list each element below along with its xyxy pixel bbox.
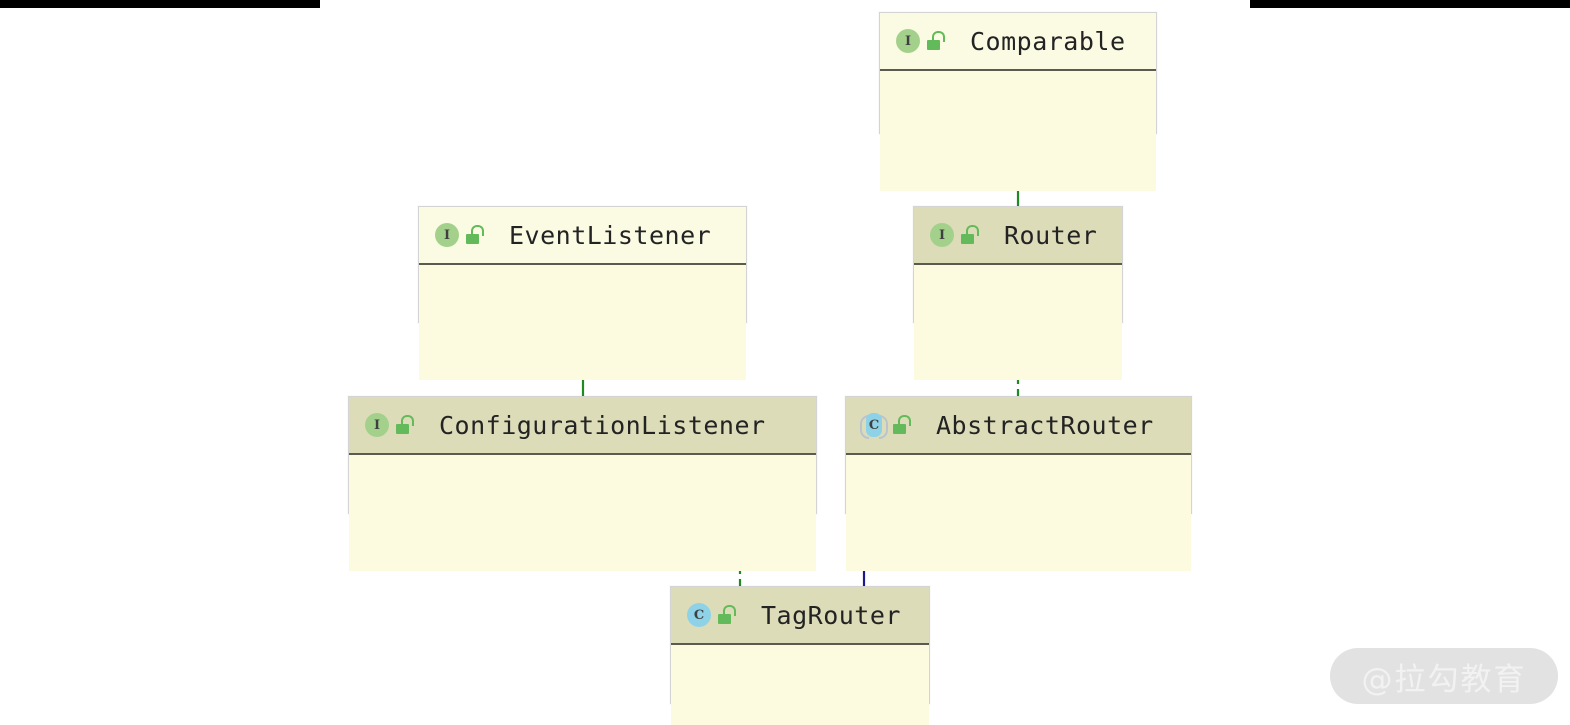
class-name-tagrouter: TagRouter (761, 600, 901, 630)
abstract-arc-left (860, 415, 869, 439)
type-icon-letter: I (365, 413, 389, 437)
class-header-router: I Router (914, 207, 1122, 265)
unlocked-padlock-icon (395, 413, 415, 437)
padlock-body (466, 234, 479, 244)
class-members-comparable (880, 71, 1156, 191)
type-icon-letter: I (896, 29, 920, 53)
unlocked-padlock-icon (892, 413, 912, 437)
class-name-comparable: Comparable (970, 26, 1126, 56)
class-name-router: Router (1004, 220, 1098, 250)
watermark: @拉勾教育 (1330, 648, 1558, 704)
class-box-configurationlistener[interactable]: I ConfigurationListener (348, 396, 817, 571)
padlock-shackle (898, 415, 911, 426)
class-box-abstractrouter[interactable]: C AbstractRouter (845, 396, 1192, 571)
abstract-class-icon: C (860, 411, 888, 439)
class-header-comparable: I Comparable (880, 13, 1156, 71)
padlock-body (396, 424, 409, 434)
class-name-abstractrouter: AbstractRouter (936, 410, 1154, 440)
class-header-tagrouter: C TagRouter (671, 587, 929, 645)
top-bar-right (1250, 0, 1570, 8)
unlocked-padlock-icon (717, 603, 737, 627)
watermark-text: @拉勾教育 (1361, 661, 1527, 698)
interface-icon: I (894, 27, 922, 55)
padlock-body (961, 234, 974, 244)
padlock-body (718, 614, 731, 624)
type-icon-letter: I (435, 223, 459, 247)
class-box-eventlistener[interactable]: I EventListener (418, 206, 747, 380)
interface-icon: I (363, 411, 391, 439)
class-name-eventlistener: EventListener (509, 220, 712, 250)
class-members-abstractrouter (846, 455, 1191, 571)
class-icon: C (685, 601, 713, 629)
class-header-abstractrouter: C AbstractRouter (846, 397, 1191, 455)
interface-icon: I (433, 221, 461, 249)
padlock-shackle (723, 605, 736, 616)
type-icon-letter: I (930, 223, 954, 247)
padlock-shackle (932, 31, 945, 42)
padlock-body (927, 40, 940, 50)
unlocked-padlock-icon (465, 223, 485, 247)
type-icon-letter: C (866, 413, 882, 437)
padlock-shackle (401, 415, 414, 426)
padlock-shackle (966, 225, 979, 236)
padlock-shackle (471, 225, 484, 236)
class-box-comparable[interactable]: I Comparable (879, 12, 1157, 191)
class-members-eventlistener (419, 265, 746, 380)
class-name-configurationlistener: ConfigurationListener (439, 410, 766, 440)
interface-icon: I (928, 221, 956, 249)
padlock-body (893, 424, 906, 434)
unlocked-padlock-icon (926, 29, 946, 53)
class-box-tagrouter[interactable]: C TagRouter (670, 586, 930, 725)
top-bar-left (0, 0, 320, 8)
class-members-configurationlistener (349, 455, 816, 571)
class-members-router (914, 265, 1122, 380)
class-members-tagrouter (671, 645, 929, 725)
class-header-eventlistener: I EventListener (419, 207, 746, 265)
unlocked-padlock-icon (960, 223, 980, 247)
class-header-configurationlistener: I ConfigurationListener (349, 397, 816, 455)
type-icon-letter: C (687, 603, 711, 627)
class-box-router[interactable]: I Router (913, 206, 1123, 380)
